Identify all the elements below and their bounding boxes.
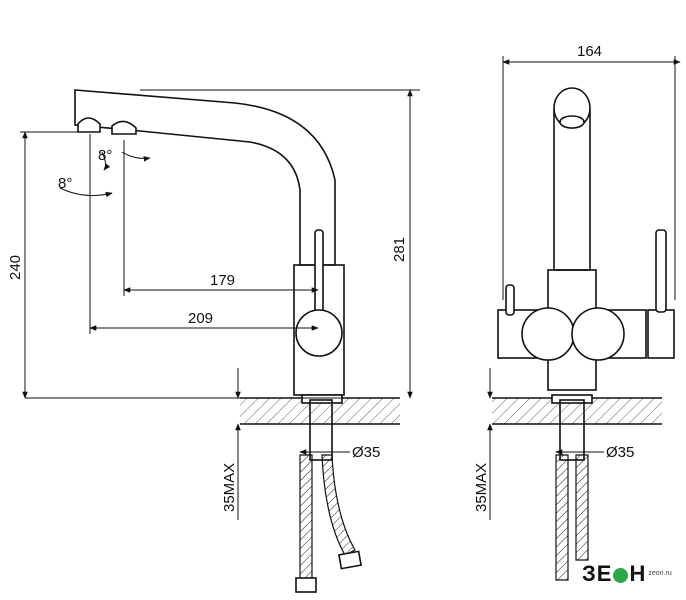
side-mount-stud <box>301 394 343 404</box>
front-view: 164 Ø35 35MAX <box>473 43 681 581</box>
logo-text-before: ЗЕ <box>582 561 613 586</box>
side-view: 8° 8° 240 281 179 209 Ø35 35MAX <box>7 89 420 593</box>
front-hose-1 <box>555 454 569 581</box>
label-width-164: 164 <box>577 43 602 60</box>
label-height-240: 240 <box>7 255 24 280</box>
label-angle-2: 8° <box>58 175 72 192</box>
label-reach-209: 209 <box>188 310 213 327</box>
logo-side-text: zeon.ru <box>648 570 672 577</box>
side-hose-2 <box>321 454 356 556</box>
side-hose-1 <box>299 454 313 581</box>
label-mount-hole-right: Ø35 <box>606 444 634 461</box>
side-spout <box>74 89 336 266</box>
label-max-thickness-right: 35MAX <box>473 463 490 512</box>
power-icon <box>613 567 629 583</box>
side-aerator-2 <box>111 120 137 135</box>
front-spout <box>553 109 591 271</box>
label-angle-1: 8° <box>98 147 112 164</box>
front-lever-right <box>655 229 667 313</box>
front-hose-2 <box>575 454 589 561</box>
brand-logo: ЗЕ Н zeon.ru <box>582 561 672 587</box>
side-handle <box>295 309 343 357</box>
label-mount-hole-left: Ø35 <box>352 444 380 461</box>
label-reach-179: 179 <box>210 272 235 289</box>
front-lever-left <box>505 284 515 316</box>
side-aerator-1 <box>77 117 101 133</box>
label-max-thickness-left: 35MAX <box>221 463 238 512</box>
label-height-281: 281 <box>391 237 408 262</box>
logo-text-after: Н <box>629 561 647 586</box>
